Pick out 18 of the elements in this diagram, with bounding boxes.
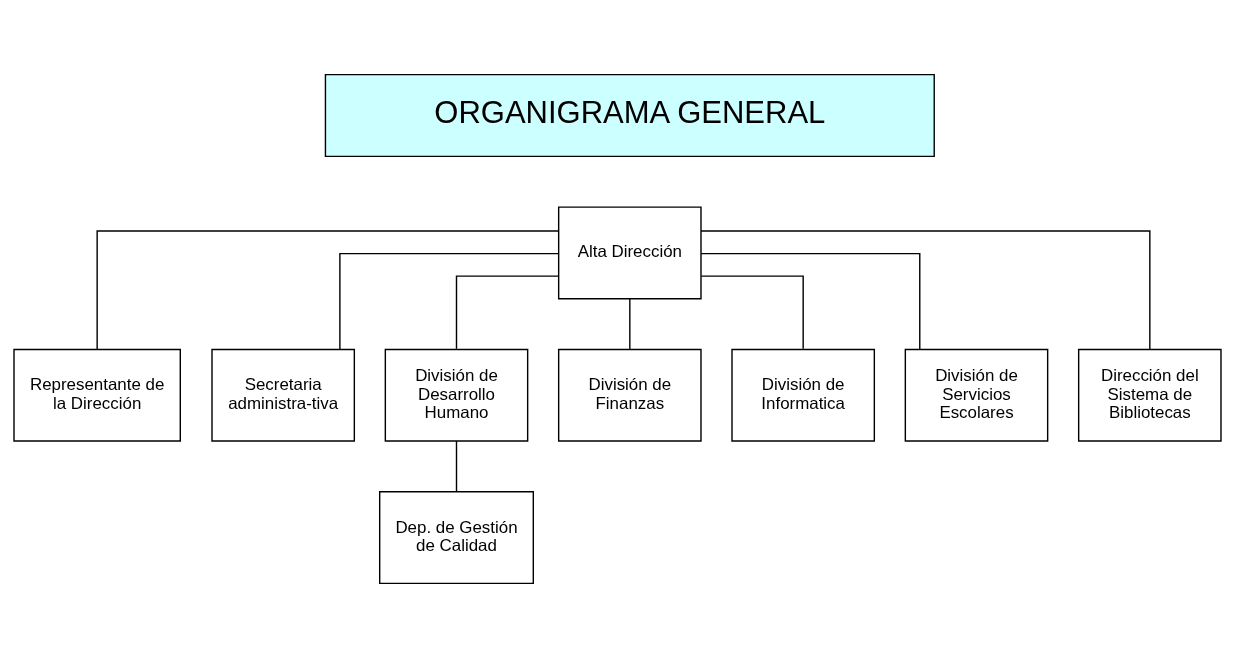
connector [455,274,560,350]
node-box: Dirección del Sistema de Bibliotecas [1077,348,1222,442]
connector [700,252,921,350]
node-box: Dep. de Gestión de Calidad [379,490,534,584]
node-box: División de Finanzas [557,348,702,442]
node-box: Representante de la Dirección [13,348,181,442]
node-box: División de Informatica [731,348,876,442]
node-box: Secretaria administra-tiva [211,348,356,442]
node-box: División de Servicios Escolares [904,348,1049,442]
connector [96,229,560,350]
node-box: Alta Dirección [557,205,702,299]
connector [455,439,458,492]
node-box: División de Desarrollo Humano [384,348,529,442]
node-box: ORGANIGRAMA GENERAL [324,73,935,157]
connector [700,229,1151,350]
connector [700,274,804,350]
connector [629,297,631,350]
connector [339,252,560,350]
